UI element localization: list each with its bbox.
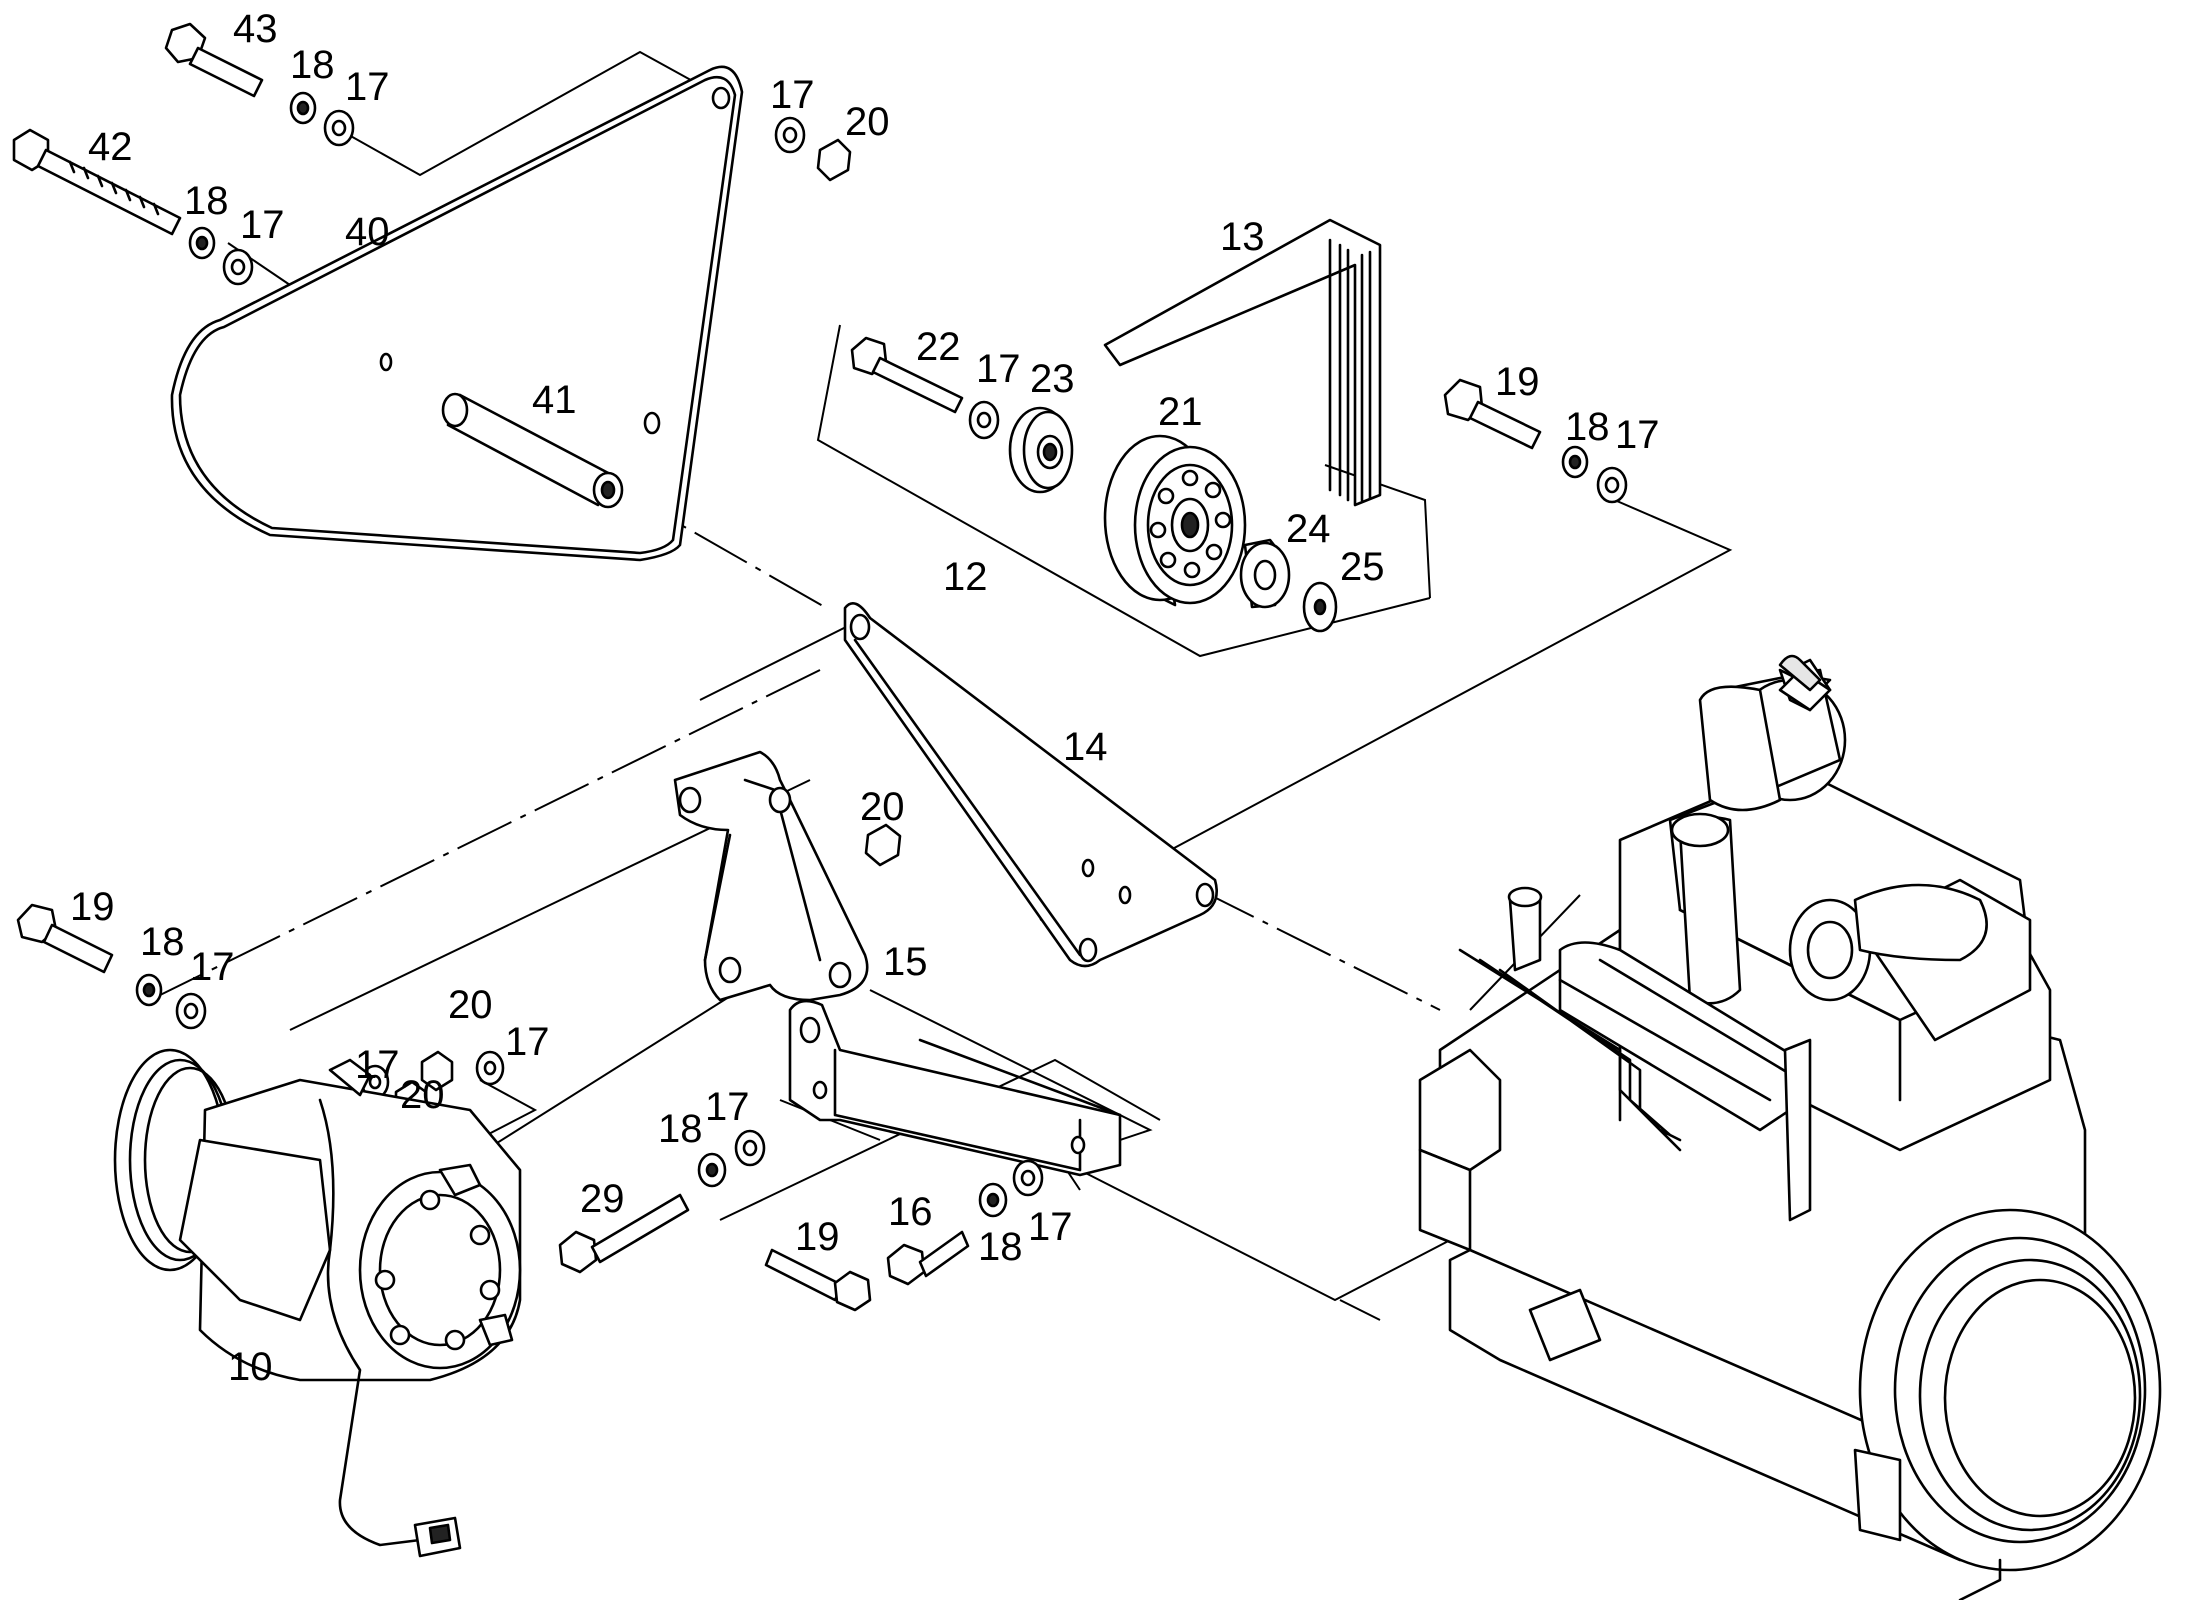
callout-18d: 18 [140,920,185,964]
callout-labels: 43 18 17 17 20 42 18 17 40 13 22 17 23 2… [70,7,1660,1389]
bolt-19c [764,1248,872,1312]
callout-17e: 17 [1615,413,1660,457]
washer-17d [968,400,1000,440]
callout-20a: 20 [845,100,890,144]
bushing-24 [1239,538,1291,609]
callout-40: 40 [345,210,390,254]
washer-18e [697,1152,727,1188]
washer-17f [175,992,207,1030]
washer-18c [1561,445,1589,479]
callout-41: 41 [532,378,577,422]
callout-29: 29 [580,1177,625,1221]
nut-20c [420,1050,454,1092]
callout-19c: 19 [795,1215,840,1259]
bolt-22 [850,336,964,414]
callout-20d: 20 [400,1073,445,1117]
callout-17b: 17 [770,73,815,117]
nut-20a [816,138,852,182]
callout-17d: 17 [976,347,1021,391]
callout-18e: 18 [658,1107,703,1151]
callout-18a: 18 [290,43,335,87]
callout-14: 14 [1063,725,1108,769]
washer-17c [222,248,254,286]
callout-23: 23 [1030,357,1075,401]
callout-15: 15 [883,940,928,984]
washer-18b [188,226,216,260]
callout-17g: 17 [505,1020,550,1064]
washer-17i [734,1129,766,1167]
callout-12: 12 [943,555,988,599]
bolt-42 [12,128,182,236]
callout-17a: 17 [345,65,390,109]
engine-block [1418,654,2162,1600]
compressor-10 [113,1048,522,1558]
callout-18c: 18 [1565,405,1610,449]
callout-22: 22 [916,325,961,369]
nut-20b [864,823,902,867]
bolt-19b [16,903,114,974]
washer-17j [1012,1159,1044,1197]
callout-17j: 17 [1028,1205,1073,1249]
bracket-14 [843,602,1218,968]
disc-23 [1008,406,1074,494]
callout-17f: 17 [190,945,235,989]
callout-24: 24 [1286,507,1331,551]
callout-17c: 17 [240,203,285,247]
belt-13 [1103,218,1382,507]
washer-25 [1302,581,1338,633]
callout-17h: 17 [355,1043,400,1087]
bolt-29 [558,1193,690,1274]
callout-13: 13 [1220,215,1265,259]
callout-18b: 18 [184,179,229,223]
washer-17g [475,1050,505,1086]
callout-20b: 20 [860,785,905,829]
bracket-15 [673,750,869,1002]
washer-17a [323,109,355,147]
washer-18f [978,1182,1008,1218]
washer-17b [774,116,806,154]
washer-18a [289,91,317,125]
strut-bar [788,999,1122,1177]
bolt-43 [164,22,264,98]
callout-19b: 19 [70,885,115,929]
callout-25: 25 [1340,545,1385,589]
callout-16: 16 [888,1190,933,1234]
callout-10: 10 [228,1345,273,1389]
callout-17i: 17 [705,1085,750,1129]
pulley-21 [1103,434,1247,607]
callout-21: 21 [1158,390,1203,434]
spacer-tube-41 [441,392,624,509]
washer-18d [135,973,163,1007]
callout-43: 43 [233,7,278,51]
bolt-16 [886,1230,970,1286]
callout-20c: 20 [448,983,493,1027]
callout-18f: 18 [978,1225,1023,1269]
mounting-plate-40 [170,65,744,562]
bolt-19a [1443,378,1542,450]
callout-19a: 19 [1495,360,1540,404]
washer-17e [1596,466,1628,504]
callout-42: 42 [88,125,133,169]
